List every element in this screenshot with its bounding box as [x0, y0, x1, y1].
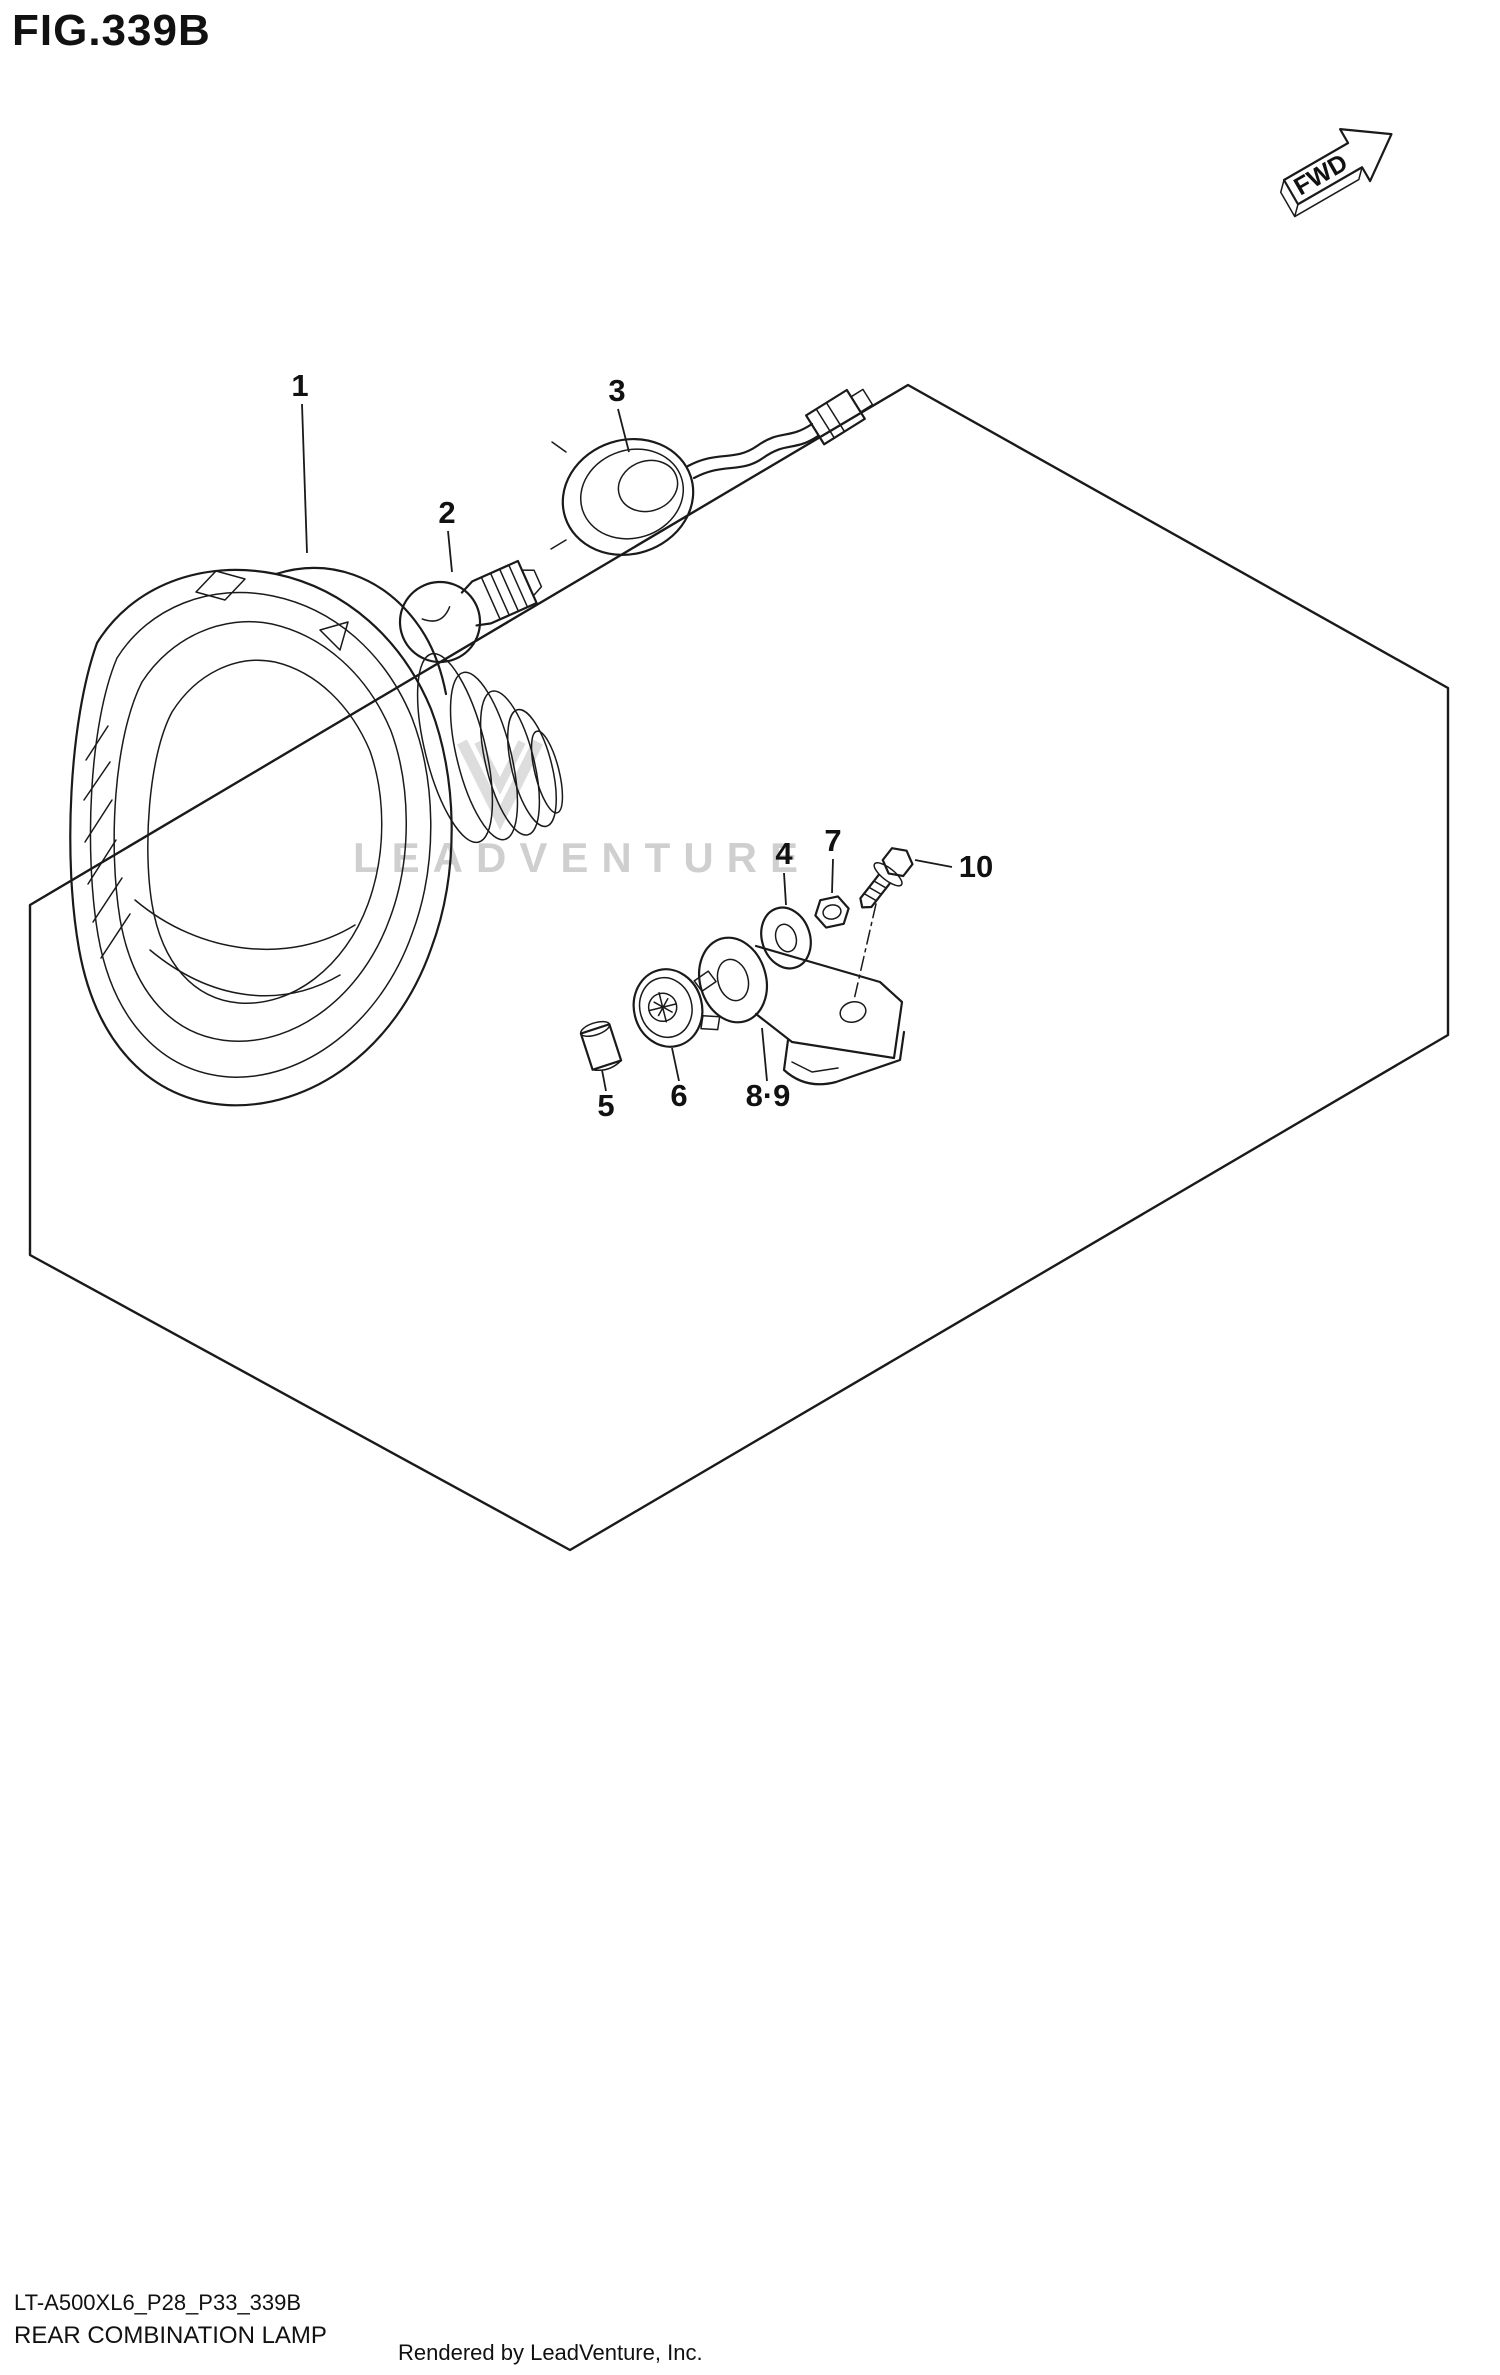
housing-edge: [274, 566, 448, 696]
callout-10: 10: [959, 849, 993, 884]
lamp-assembly: [69, 566, 564, 1107]
frame-outline: [28, 383, 1450, 1552]
lamp-barrel: [416, 652, 564, 844]
bracket: [698, 936, 906, 1086]
washer: [760, 906, 812, 970]
leader-line: [831, 858, 834, 894]
callouts: 1 2 3 4 7 10 5 6 8·9: [291, 368, 993, 1123]
leader-line: [601, 1069, 607, 1092]
callout-1: 1: [291, 368, 308, 403]
bracket-hole: [839, 1000, 867, 1024]
callout-2: 2: [438, 495, 455, 530]
figure-title: FIG.339B: [12, 6, 211, 55]
bolt: [859, 847, 914, 909]
callout-3: 3: [608, 373, 625, 408]
callout-6: 6: [670, 1078, 687, 1113]
diagram-title: REAR COMBINATION LAMP: [14, 2322, 327, 2349]
bolt-axis-line: [853, 903, 877, 1001]
callout-8-9: 8·9: [746, 1078, 791, 1113]
housing-tab: [195, 570, 246, 601]
callout-4: 4: [775, 836, 793, 871]
callout-5: 5: [597, 1088, 614, 1123]
leader-line: [301, 403, 308, 554]
leader-line: [914, 859, 953, 868]
wire-connector: [805, 388, 874, 446]
wire: [686, 422, 814, 468]
watermark: LEADVENTURE: [353, 739, 811, 881]
lens-hatching: [83, 725, 356, 997]
wire: [692, 434, 820, 480]
part-code: LT-A500XL6_P28_P33_339B: [14, 2290, 302, 2315]
nut: [814, 895, 850, 929]
fwd-arrow-icon: FWD: [1279, 128, 1393, 218]
leader-line: [447, 530, 453, 573]
spacer: [579, 1020, 623, 1071]
socket-base: [632, 968, 721, 1048]
lens-outline: [69, 568, 453, 1107]
watermark-text: LEADVENTURE: [353, 834, 811, 881]
watermark-logo-icon: [457, 739, 543, 831]
bulb: [398, 559, 543, 664]
housing-tab-2: [319, 621, 349, 651]
leader-line: [761, 1027, 768, 1082]
bulb-socket: [550, 388, 874, 557]
leader-line: [617, 408, 630, 453]
callout-7: 7: [824, 823, 841, 858]
rendered-by: Rendered by LeadVenture, Inc.: [398, 2340, 703, 2365]
leader-line: [783, 872, 787, 906]
leader-line: [671, 1047, 680, 1082]
leader-lines: [301, 403, 953, 1092]
fwd-label: FWD: [1289, 149, 1352, 202]
